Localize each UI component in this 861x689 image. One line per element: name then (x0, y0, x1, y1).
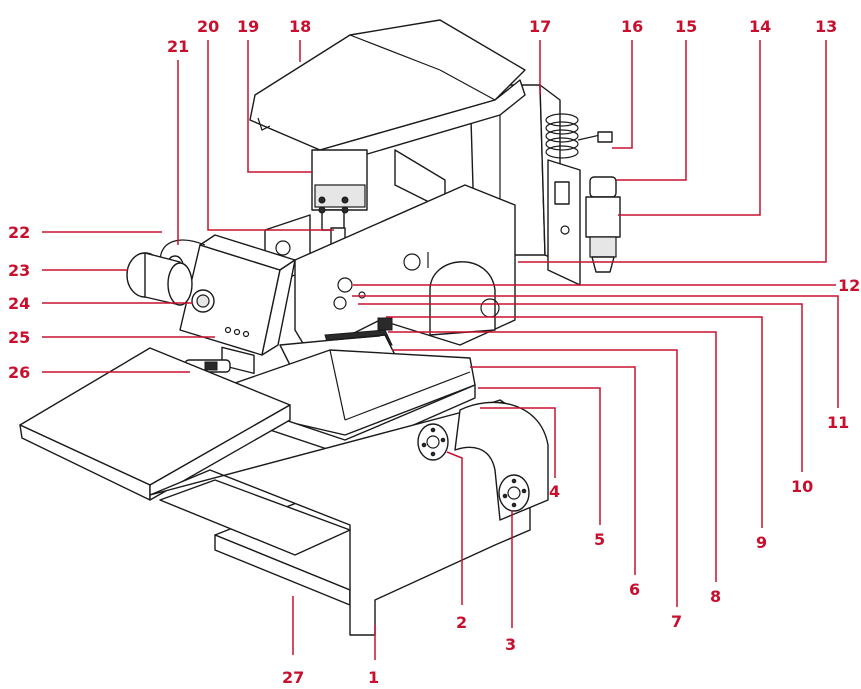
left-lower-platen (19, 347, 291, 501)
leader-15 (616, 40, 687, 181)
callout-9: 9 (756, 533, 767, 552)
callout-25: 25 (8, 328, 30, 347)
emergency-button (191, 289, 215, 313)
callout-23: 23 (8, 261, 30, 280)
leader-5 (478, 387, 601, 525)
callout-2: 2 (456, 613, 467, 632)
leader-9 (386, 316, 763, 528)
callout-17: 17 (529, 17, 551, 36)
callout-5: 5 (594, 530, 605, 549)
air-hose-coil (545, 113, 613, 159)
callout-14: 14 (749, 17, 771, 36)
callout-4: 4 (549, 482, 560, 501)
callout-7: 7 (671, 612, 682, 631)
leader-13 (518, 40, 827, 263)
air-filter-regulator (585, 176, 621, 273)
callout-10: 10 (791, 477, 813, 496)
callout-26: 26 (8, 363, 30, 382)
callout-numbers: 1 2 3 4 5 6 7 8 9 10 11 12 13 14 15 16 1… (8, 17, 860, 687)
callout-15: 15 (675, 17, 697, 36)
bearing-flange-upper (417, 423, 449, 461)
leader-19 (247, 40, 312, 173)
leader-20 (207, 40, 334, 231)
callout-19: 19 (237, 17, 259, 36)
callout-13: 13 (815, 17, 837, 36)
valve-bracket (547, 159, 581, 286)
callout-20: 20 (197, 17, 219, 36)
callout-18: 18 (289, 17, 311, 36)
callout-11: 11 (827, 413, 849, 432)
leader-11 (352, 295, 839, 408)
pneumatic-cylinder (311, 149, 368, 231)
leader-10 (358, 303, 803, 472)
leader-16 (612, 40, 633, 149)
callout-16: 16 (621, 17, 643, 36)
callout-3: 3 (505, 635, 516, 654)
callout-8: 8 (710, 587, 721, 606)
bearing-flange-lower (498, 474, 530, 512)
callout-12: 12 (838, 276, 860, 295)
leader-8 (388, 331, 717, 582)
callout-1: 1 (368, 668, 379, 687)
machine-drawing (19, 19, 621, 636)
leader-2 (446, 451, 463, 605)
rotary-motor (126, 252, 193, 306)
leader-4 (480, 407, 556, 478)
leader-lines (42, 40, 839, 660)
callout-24: 24 (8, 294, 30, 313)
leader-7 (392, 349, 678, 607)
leader-6 (470, 366, 636, 575)
callout-6: 6 (629, 580, 640, 599)
callout-21: 21 (167, 37, 189, 56)
callout-27: 27 (282, 668, 304, 687)
callout-22: 22 (8, 223, 30, 242)
leader-14 (618, 40, 761, 216)
